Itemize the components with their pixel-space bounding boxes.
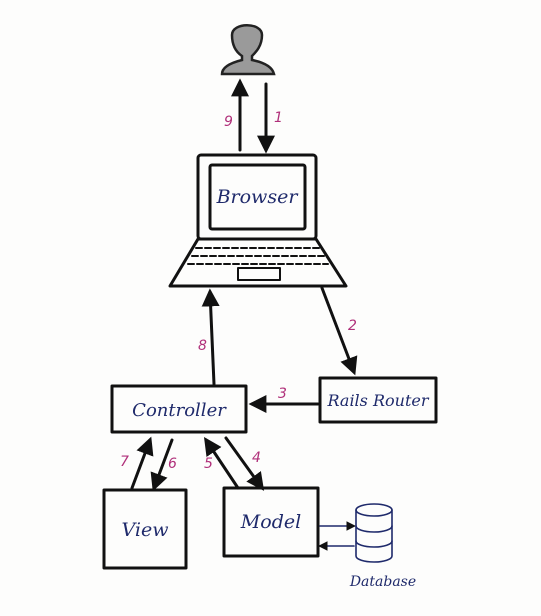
database-label: Database xyxy=(349,574,416,590)
step-label-7: 7 xyxy=(120,454,129,470)
step-label-5: 5 xyxy=(204,456,213,472)
model-box xyxy=(222,486,320,558)
step-label-6: 6 xyxy=(168,456,177,472)
arrow-8-controller-to-browser xyxy=(201,288,220,386)
arrow-4-controller-to-model xyxy=(224,436,265,491)
arrow-6-controller-to-view xyxy=(150,438,174,492)
step-label-9: 9 xyxy=(224,114,233,130)
view-label: View xyxy=(122,519,169,541)
step-label-4: 4 xyxy=(252,450,261,466)
browser-label: Browser xyxy=(216,186,300,208)
step-label-1: 1 xyxy=(274,110,283,126)
arrow-2-browser-to-router xyxy=(320,286,358,376)
database-icon xyxy=(355,503,393,563)
step-label-3: 3 xyxy=(278,386,287,402)
router-box xyxy=(318,376,438,424)
step-label-2: 2 xyxy=(348,318,357,334)
router-label: Rails Router xyxy=(326,391,429,410)
arrow-7-view-to-controller xyxy=(130,436,154,490)
controller-box xyxy=(110,384,248,434)
laptop-icon xyxy=(168,153,348,288)
user-icon xyxy=(220,24,276,76)
view-box xyxy=(102,488,188,570)
model-label: Model xyxy=(240,511,301,533)
step-label-8: 8 xyxy=(198,338,207,354)
controller-label: Controller xyxy=(132,400,227,421)
arrow-5-model-to-controller xyxy=(204,437,240,490)
